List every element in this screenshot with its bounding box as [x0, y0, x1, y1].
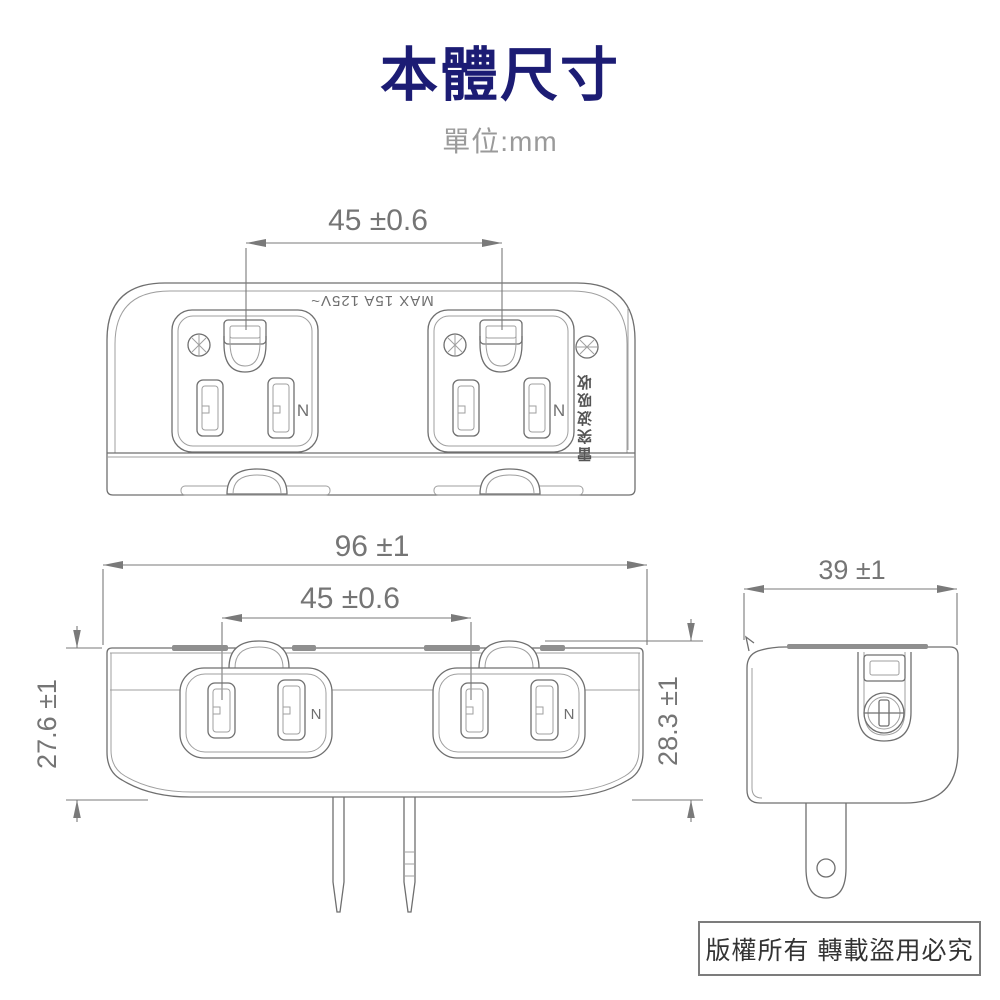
top-view-right-dome-inner — [485, 474, 535, 495]
top-view-dim-outlet-spacing: 45 ±0.6 — [245, 204, 503, 330]
outlet-outline — [179, 667, 333, 759]
front-left-prong — [332, 797, 345, 913]
copyright-text: 版權所有 轉載盜用必究 — [705, 936, 974, 965]
hot-slot — [196, 379, 224, 437]
ground-slot-top — [223, 319, 267, 345]
hot-slot — [207, 682, 236, 739]
neutral-label: N — [564, 706, 575, 723]
front-right-dome — [478, 640, 540, 669]
copyright-box: 版權所有 轉載盜用必究 — [698, 921, 981, 976]
neutral-label: N — [311, 706, 322, 723]
dim-body-width: 96 ±1 — [335, 530, 410, 563]
hot-slot — [460, 682, 489, 739]
top-view-right-dome — [479, 468, 541, 495]
outlet-outline — [427, 309, 575, 453]
top-view-body-outline — [106, 282, 636, 496]
outlet-inner-outline — [438, 673, 580, 753]
side-view-body-inner-line — [751, 668, 763, 799]
hot-slot — [452, 379, 480, 437]
top-view-left-dome-inner — [232, 474, 282, 495]
neutral-slot — [267, 377, 295, 439]
side-vertical-text: 雷突波吸收 — [577, 372, 594, 462]
front-view-dim-body-width: 96 ±1 — [102, 530, 648, 645]
side-view: 39 ±1 — [743, 555, 959, 899]
outlet-outline — [432, 667, 586, 759]
neutral-label: N — [297, 401, 309, 420]
front-view: 96 ±1 45 ±0.6 — [32, 530, 703, 913]
front-right-prong — [403, 797, 416, 913]
dim-body-height-left: 27.6 ±1 — [32, 679, 62, 769]
top-view-body-inner-line — [114, 290, 628, 453]
dim-outlet-spacing-front: 45 ±0.6 — [300, 582, 400, 615]
side-view-dim-depth: 39 ±1 — [743, 555, 958, 645]
unit-label: 單位:mm — [442, 126, 558, 157]
outlet-inner-outline — [177, 315, 313, 447]
side-top-strip — [787, 644, 928, 649]
neutral-slot — [530, 679, 559, 741]
front-top-strip — [292, 645, 316, 651]
front-view-outlet-right: N — [432, 667, 586, 759]
front-view-body-outline — [106, 647, 644, 798]
max-rating-label: MAX 15A 125V~ — [310, 292, 434, 309]
front-view-body-inner-line — [110, 653, 640, 793]
dim-outlet-spacing-top: 45 ±0.6 — [328, 204, 428, 237]
dim-body-height-right: 28.3 ±1 — [653, 676, 683, 766]
ground-slot-bowl — [479, 336, 523, 373]
top-view: MAX 15A 125V~ N — [106, 204, 636, 496]
side-view-ground-detail — [857, 652, 912, 742]
neutral-slot — [523, 377, 551, 439]
front-top-strip — [424, 645, 480, 651]
side-view-tab — [745, 635, 755, 652]
front-top-strip — [540, 645, 565, 651]
front-top-strip — [172, 645, 228, 651]
side-view-body-outline — [746, 646, 959, 804]
top-view-left-dome — [226, 468, 288, 495]
ground-slot-bowl — [223, 336, 267, 373]
top-view-outlet-right: N — [427, 309, 575, 453]
front-view-dim-height-right: 28.3 ±1 — [545, 619, 703, 822]
outlet-outline — [171, 309, 319, 453]
prong-hole — [816, 858, 836, 878]
top-view-outlet-left: N — [171, 309, 319, 453]
outlet-inner-outline — [433, 315, 569, 447]
neutral-slot — [277, 679, 306, 741]
front-view-dim-outlet-spacing: 45 ±0.6 — [221, 582, 472, 700]
front-view-dim-height-left: 27.6 ±1 — [32, 626, 148, 822]
neutral-label: N — [553, 401, 565, 420]
side-view-prong — [805, 803, 847, 899]
ground-slot-top — [479, 319, 523, 345]
front-view-outlet-left: N — [179, 667, 333, 759]
dim-body-depth: 39 ±1 — [818, 555, 885, 585]
front-left-dome — [228, 640, 290, 669]
outlet-inner-outline — [185, 673, 327, 753]
page-title: 本體尺寸 — [379, 43, 620, 108]
